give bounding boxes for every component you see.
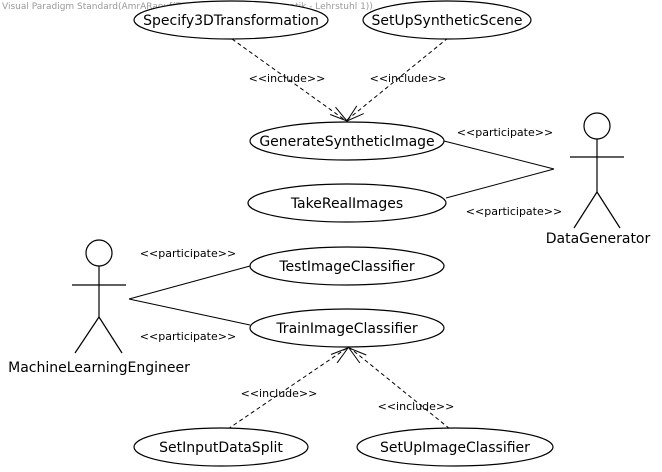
participate-edge-dg-generate bbox=[443, 140, 555, 170]
actor-machine-learning-engineer[interactable]: MachineLearningEngineer bbox=[8, 239, 190, 376]
include-edge-set-input-split bbox=[221, 346, 350, 434]
use-case-label: TestImageClassifier bbox=[278, 259, 415, 275]
use-case-label: TakeRealImages bbox=[290, 196, 403, 212]
use-case-generate-synthetic-image[interactable]: GenerateSyntheticImage bbox=[249, 121, 445, 161]
include-edge-setup-classifier bbox=[347, 346, 456, 434]
use-case-test-image-classifier[interactable]: TestImageClassifier bbox=[249, 246, 445, 286]
use-case-label: GenerateSyntheticImage bbox=[259, 134, 434, 150]
use-case-specify3d-transformation[interactable]: Specify3DTransformation bbox=[133, 0, 329, 40]
actor-label: DataGenerator bbox=[546, 231, 651, 247]
use-case-label: Specify3DTransformation bbox=[143, 13, 319, 29]
include-label-4: <<include>> bbox=[378, 400, 455, 413]
participate-label-ml-1: <<participate>> bbox=[140, 247, 236, 260]
actor-data-generator[interactable]: DataGenerator bbox=[546, 112, 651, 247]
use-case-label: TrainImageClassifier bbox=[275, 321, 418, 337]
include-label-2: <<include>> bbox=[370, 72, 447, 85]
include-label-1: <<include>> bbox=[249, 72, 326, 85]
include-label-3: <<include>> bbox=[241, 387, 318, 400]
participate-edge-ml-train bbox=[128, 298, 251, 326]
use-case-set-input-data-split[interactable]: SetInputDataSplit bbox=[133, 427, 309, 467]
use-case-label: SetUpSyntheticScene bbox=[372, 13, 523, 29]
use-case-setup-image-classifier[interactable]: SetUpImageClassifier bbox=[356, 427, 554, 467]
participate-label-dg-2: <<participate>> bbox=[466, 205, 562, 218]
use-case-take-real-images[interactable]: TakeRealImages bbox=[247, 183, 447, 223]
use-case-label: SetUpImageClassifier bbox=[380, 440, 530, 456]
actor-head-icon bbox=[85, 239, 113, 267]
actor-head-icon bbox=[583, 112, 611, 140]
include-edge-setup-scene bbox=[345, 37, 449, 123]
participate-edge-dg-take-real bbox=[445, 168, 555, 199]
participate-label-ml-2: <<participate>> bbox=[140, 330, 236, 343]
use-case-train-image-classifier[interactable]: TrainImageClassifier bbox=[249, 308, 445, 348]
participate-edge-ml-test bbox=[128, 265, 251, 300]
use-case-setup-synthetic-scene[interactable]: SetUpSyntheticScene bbox=[362, 0, 532, 40]
actor-label: MachineLearningEngineer bbox=[8, 360, 190, 376]
use-case-label: SetInputDataSplit bbox=[159, 440, 283, 456]
participate-label-dg-1: <<participate>> bbox=[457, 126, 553, 139]
